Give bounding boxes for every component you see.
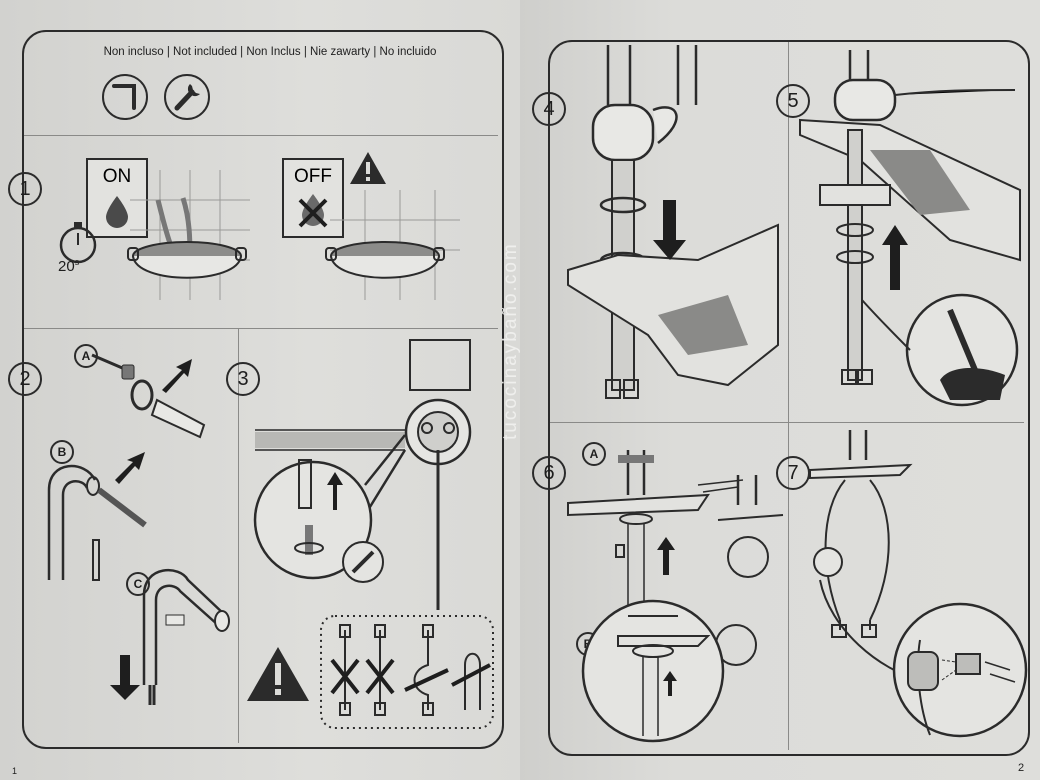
basin-empty [325,241,445,279]
aerator-assembly [91,353,206,439]
on-label: ON [102,166,132,187]
sub-label-c: C [126,572,150,596]
fixing-nut-diagram [799,50,1021,407]
step-5-number: 5 [776,84,810,118]
step-2-number: 2 [8,362,42,396]
step-6-number: 6 [532,456,566,490]
sub-label-b: B [50,440,74,464]
watermark: tucocinaybaño.com [500,242,521,440]
divider [550,422,1024,423]
faucet-insertion-diagram [567,45,779,399]
step-7-number: 7 [776,456,810,490]
step-3-number: 3 [226,362,260,396]
stopwatch-icon [59,222,97,264]
water-drop-crossed-icon [298,194,328,228]
warning-icon [350,152,386,184]
allen-key-icon [102,74,148,120]
divider [788,42,789,750]
cartridge-connection-diagram [809,430,1028,738]
faucet-complete [110,568,230,705]
step-1-number: 1 [8,172,42,206]
wrench-icon [164,74,210,120]
not-included-caption: Non incluso | Not included | Non Inclus … [103,46,437,58]
incorrect-hose-examples [320,615,494,729]
mounting-bracket-detail [253,339,472,610]
sub-label-a: A [582,442,606,466]
hose-connection-a [567,450,784,666]
faucet-spout [47,452,147,581]
warning-icon [247,647,309,701]
page-number-right: 2 [1018,762,1025,774]
right-page: 4 5 6 A [520,0,1040,780]
basin-with-water [127,197,247,279]
off-panel: OFF [282,158,344,238]
page-number-left: 1 [12,766,18,776]
right-frame [548,40,1030,756]
water-drop-icon [106,196,128,228]
step-4-number: 4 [532,92,566,126]
timer-unit: s [74,257,80,267]
off-label: OFF [294,166,332,187]
on-panel: ON [86,158,148,238]
divider [24,328,498,329]
divider [238,328,239,743]
hose-connection-b-detail [581,599,725,743]
left-page: Non incluso | Not included | Non Inclus … [0,0,520,780]
timer-value: 20s [58,257,79,275]
timer-number: 20 [58,258,75,275]
divider [24,135,498,136]
